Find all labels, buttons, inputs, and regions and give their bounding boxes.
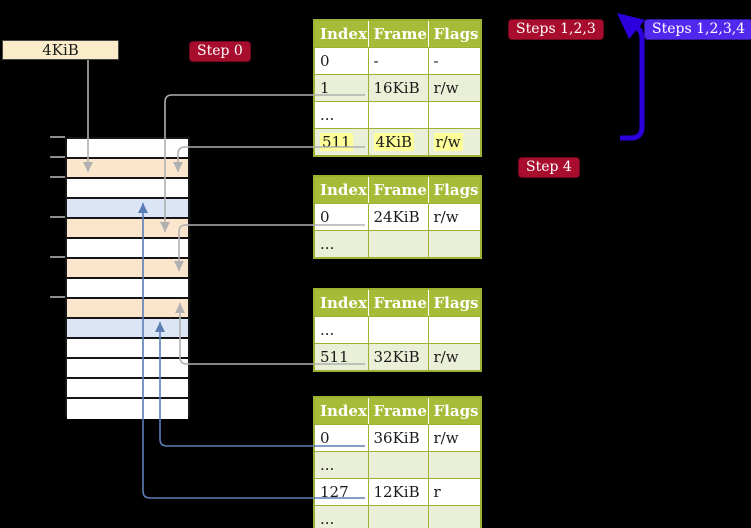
memory-frame-row-orange bbox=[67, 219, 188, 239]
table-cell: 511 bbox=[313, 343, 369, 372]
memory-frame-row-blue bbox=[67, 319, 188, 339]
table-cell bbox=[427, 230, 482, 259]
highlighted-value: 511 bbox=[320, 133, 353, 151]
memory-frame-row-orange bbox=[67, 299, 188, 319]
table-row: 0-- bbox=[313, 47, 482, 75]
memory-tick bbox=[50, 136, 65, 138]
memory-frame-row-white bbox=[67, 139, 188, 159]
big-loop-arrow-head bbox=[617, 13, 645, 39]
memory-frame-row-white bbox=[67, 379, 188, 399]
column-header-flags: Flags bbox=[427, 288, 482, 317]
memory-tick bbox=[50, 216, 65, 218]
table-cell: ... bbox=[313, 230, 369, 259]
table-cell: 1 bbox=[313, 74, 369, 102]
column-header-frame: Frame bbox=[367, 396, 429, 425]
memory-tick bbox=[50, 256, 65, 258]
table-cell bbox=[367, 505, 429, 528]
column-header-index: Index bbox=[313, 175, 369, 204]
memory-frame-row-orange bbox=[67, 259, 188, 279]
column-header-flags: Flags bbox=[427, 175, 482, 204]
table-row: ... bbox=[313, 230, 482, 259]
memory-tick bbox=[50, 296, 65, 298]
table-cell: 12KiB bbox=[367, 478, 429, 506]
badge-step-0: Step 0 bbox=[189, 41, 251, 62]
table-cell: r/w bbox=[427, 343, 482, 372]
table-cell: 36KiB bbox=[367, 424, 429, 452]
table-cell: r/w bbox=[427, 203, 482, 231]
table-cell bbox=[427, 101, 482, 129]
table-cell: 0 bbox=[313, 203, 369, 231]
badge-step-4: Step 4 bbox=[518, 157, 580, 178]
column-header-frame: Frame bbox=[367, 288, 429, 317]
table-cell: r/w bbox=[427, 424, 482, 452]
table-row: ... bbox=[313, 101, 482, 129]
column-header-frame: Frame bbox=[367, 175, 429, 204]
table-cell: r bbox=[427, 478, 482, 506]
badge-steps-1-2-3: Steps 1,2,3 bbox=[508, 19, 604, 40]
table-cell: r/w bbox=[427, 128, 482, 157]
badge-steps-1-2-3-4: Steps 1,2,3,4 bbox=[644, 19, 751, 40]
table-row: ... bbox=[313, 316, 482, 344]
frame-size-label: 4KiB bbox=[2, 40, 119, 60]
table-cell: ... bbox=[313, 101, 369, 129]
table-row: ... bbox=[313, 505, 482, 528]
memory-tick bbox=[50, 176, 65, 178]
memory-frame-row-white bbox=[67, 399, 188, 419]
physical-memory-column bbox=[65, 137, 190, 419]
highlighted-value: r/w bbox=[433, 133, 463, 151]
table-cell: 0 bbox=[313, 47, 369, 75]
table-cell: r/w bbox=[427, 74, 482, 102]
table-cell: 127 bbox=[313, 478, 369, 506]
table-cell: ... bbox=[313, 316, 369, 344]
table-cell: ... bbox=[313, 505, 369, 528]
table-cell: ... bbox=[313, 451, 369, 479]
table-row: 511 4KiB r/w bbox=[313, 128, 482, 157]
table-cell bbox=[367, 316, 429, 344]
table-cell bbox=[427, 451, 482, 479]
table-cell bbox=[367, 451, 429, 479]
column-header-index: Index bbox=[313, 19, 369, 48]
memory-tick bbox=[50, 156, 65, 158]
column-header-index: Index bbox=[313, 288, 369, 317]
table-cell: 32KiB bbox=[367, 343, 429, 372]
highlighted-value: 4KiB bbox=[373, 133, 415, 151]
column-header-index: Index bbox=[313, 396, 369, 425]
table-cell bbox=[427, 316, 482, 344]
table-cell bbox=[367, 101, 429, 129]
table-cell: 4KiB bbox=[367, 128, 429, 157]
column-header-flags: Flags bbox=[427, 396, 482, 425]
memory-frame-row-white bbox=[67, 239, 188, 259]
memory-frame-row-white bbox=[67, 179, 188, 199]
memory-frame-row-blue bbox=[67, 199, 188, 219]
column-header-frame: Frame bbox=[367, 19, 429, 48]
memory-frame-row-white bbox=[67, 279, 188, 299]
table-cell: 16KiB bbox=[367, 74, 429, 102]
table-cell bbox=[427, 505, 482, 528]
table-cell bbox=[367, 230, 429, 259]
big-loop-arrow-shaft bbox=[620, 22, 645, 141]
memory-frame-row-orange bbox=[67, 159, 188, 179]
table-cell: - bbox=[427, 47, 482, 75]
table-cell: - bbox=[367, 47, 429, 75]
table-row: ... bbox=[313, 451, 482, 479]
column-header-flags: Flags bbox=[427, 19, 482, 48]
memory-frame-row-white bbox=[67, 359, 188, 379]
table-cell: 0 bbox=[313, 424, 369, 452]
table-cell: 511 bbox=[313, 128, 369, 157]
memory-frame-row-white bbox=[67, 339, 188, 359]
table-cell: 24KiB bbox=[367, 203, 429, 231]
